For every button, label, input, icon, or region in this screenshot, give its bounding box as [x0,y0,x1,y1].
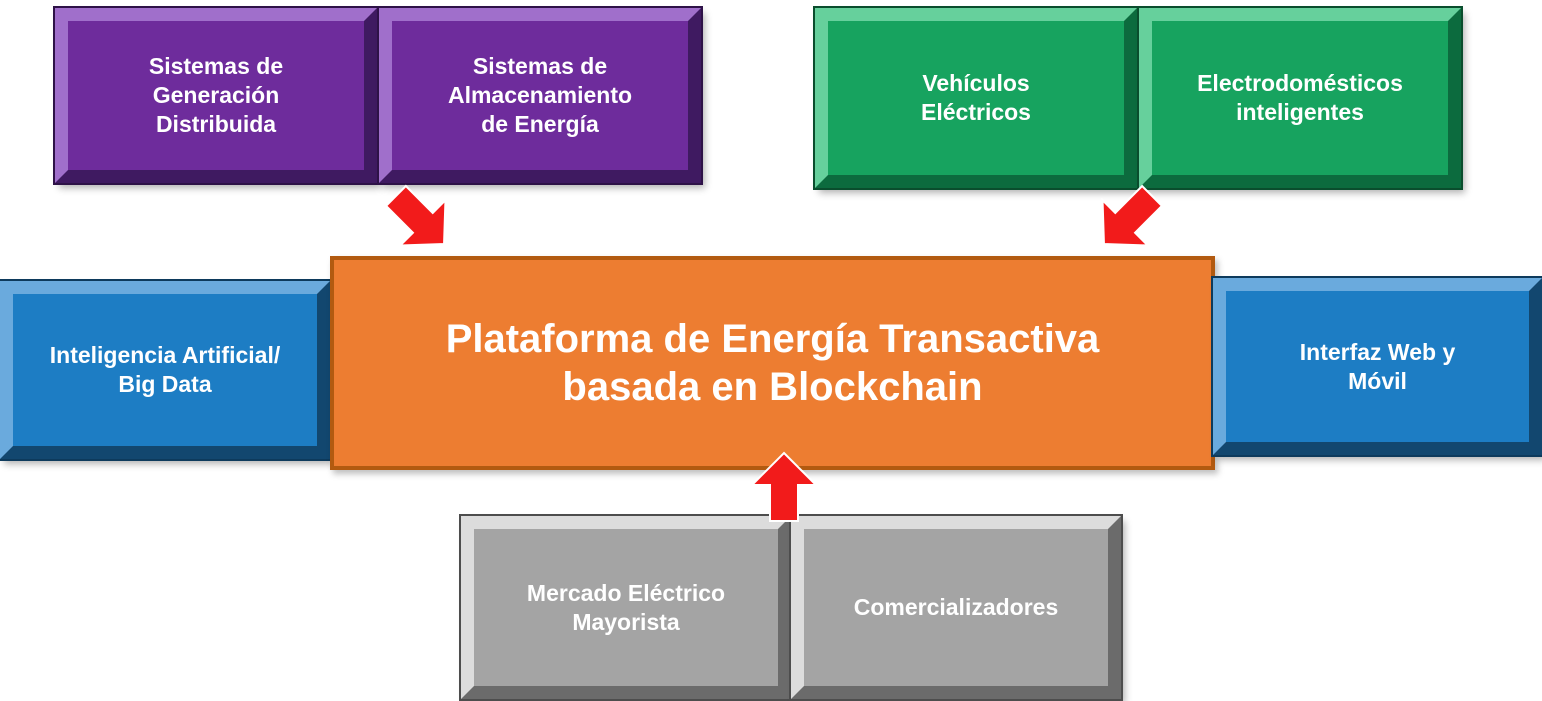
node-label: Sistemas de Generación Distribuida [148,53,284,137]
node-label: Inteligencia Artificial/ Big Data [49,342,281,397]
node-label: Mercado Eléctrico Mayorista [526,579,726,635]
node-smart-appliances: Electrodomésticos inteligentes [1139,8,1461,188]
node-label: Sistemas de Almacenamiento de Energía [447,53,633,137]
arrow-storage-to-platform-icon [361,161,480,280]
node-label: Plataforma de Energía Transactiva basada… [445,317,1100,409]
arrow-market-to-platform-icon [744,451,824,523]
node-label: Electrodomésticos inteligentes [1197,70,1403,125]
node-retailers: Comercializadores [791,516,1121,699]
node-label: Interfaz Web y Móvil [1299,338,1456,394]
node-label: Vehículos Eléctricos [921,70,1031,125]
node-wholesale-market: Mercado Eléctrico Mayorista [461,516,791,699]
arrow-appliances-to-platform-icon [1069,161,1188,280]
node-web-mobile-interface: Interfaz Web y Móvil [1213,278,1542,455]
node-distributed-generation: Sistemas de Generación Distribuida [55,8,377,183]
node-label: Comercializadores [853,594,1059,621]
node-energy-storage: Sistemas de Almacenamiento de Energía [379,8,701,183]
node-electric-vehicles: Vehículos Eléctricos [815,8,1137,188]
node-blockchain-platform: Plataforma de Energía Transactiva basada… [330,256,1215,470]
node-ai-big-data: Inteligencia Artificial/ Big Data [0,281,330,459]
